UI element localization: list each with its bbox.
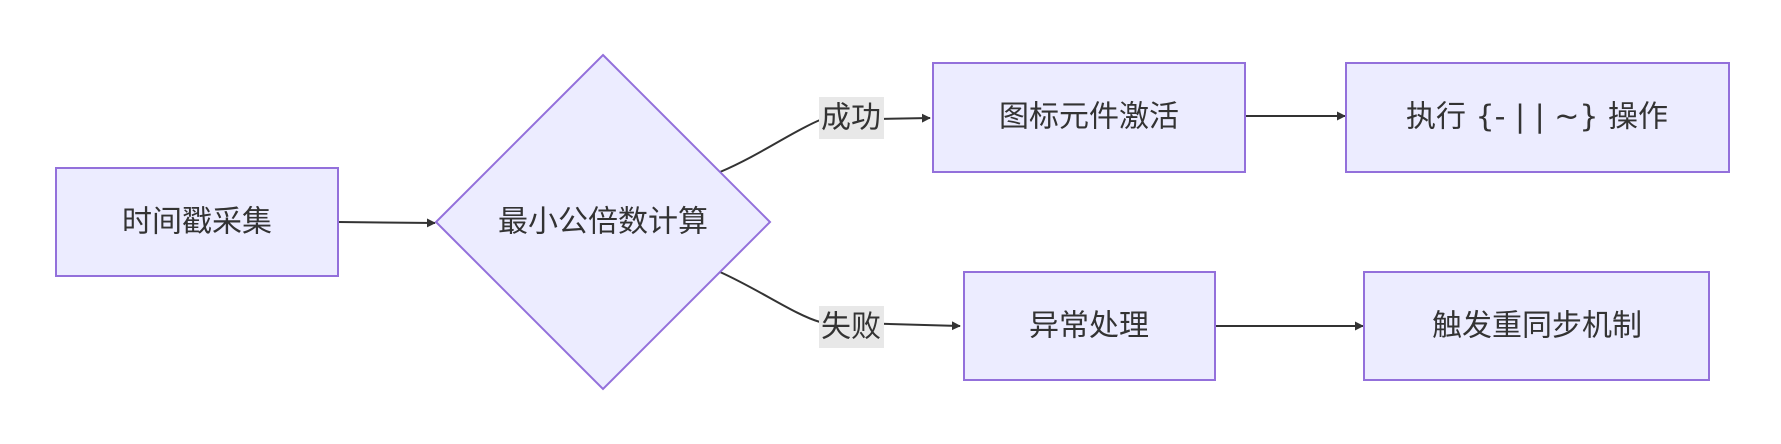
edge-label-success: 成功 [819,97,884,139]
node-execute-label: 执行 {- | | ~} 操作 [1406,100,1668,135]
edge-timestamp-to-lcm [337,218,436,228]
node-exception[interactable]: 异常处理 [963,271,1216,381]
node-timestamp[interactable]: 时间戳采集 [55,167,339,277]
edge-label-failure-text: 失败 [821,310,881,345]
node-lcm-label: 最小公倍数计算 [498,205,708,240]
node-lcm[interactable]: 最小公倍数计算 [434,53,772,391]
node-execute[interactable]: 执行 {- | | ~} 操作 [1345,62,1730,173]
edge-label-success-text: 成功 [821,101,881,136]
node-activate[interactable]: 图标元件激活 [932,62,1246,173]
node-resync-label: 触发重同步机制 [1432,309,1642,344]
edge-lcm-to-exception [719,271,961,331]
node-exception-label: 异常处理 [1029,309,1149,344]
edge-lcm-to-activate [719,113,931,173]
node-activate-label: 图标元件激活 [999,100,1179,135]
edge-label-failure: 失败 [819,306,884,348]
node-resync[interactable]: 触发重同步机制 [1363,271,1710,381]
node-timestamp-label: 时间戳采集 [122,205,272,240]
